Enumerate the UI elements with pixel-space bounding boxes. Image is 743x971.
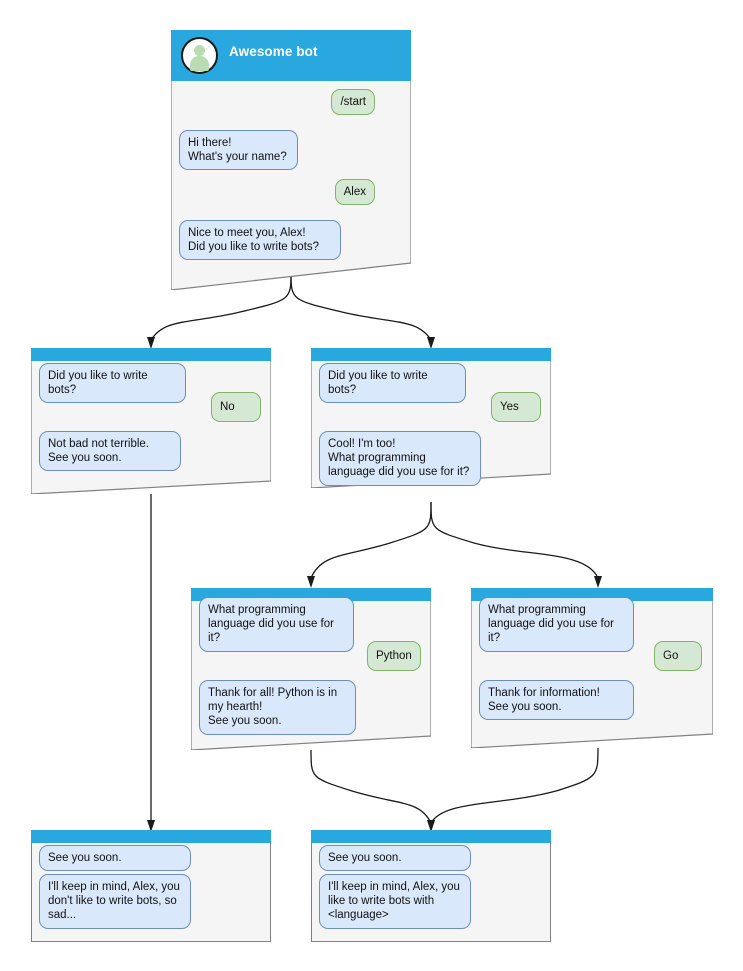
node-yes-branch[interactable]: Did you like to write bots? Yes Cool! I'… [311,348,551,488]
message-bubble-bot: See you soon. [39,845,191,872]
message-bubble-bot: Hi there! What's your name? [179,130,298,171]
node-titlebar [31,830,271,843]
message-bubble-user: Go [654,641,702,671]
message-bubble-user: No [211,392,261,422]
message-bubble-bot: What programming language did you use fo… [199,597,354,652]
node-titlebar [311,830,551,843]
message-bubble-user: Python [367,641,421,671]
message-bubble-user: Alex [334,179,375,206]
message-bubble-bot: What programming language did you use fo… [479,597,634,652]
edge-python-to-end [310,749,432,824]
message-bubble-bot: Did you like to write bots? [39,363,186,404]
edge-yes-to-python [310,501,432,579]
node-go-branch[interactable]: What programming language did you use fo… [471,588,713,748]
message-bubble-bot: See you soon. [319,845,471,872]
message-bubble-bot: Thank for all! Python is in my hearth! S… [199,680,356,735]
node-end-yes[interactable]: See you soon. I'll keep in mind, Alex, y… [311,830,551,942]
message-bubble-user: /start [331,89,375,116]
edge-yes-to-go [430,501,599,579]
node-python-branch[interactable]: What programming language did you use fo… [191,588,431,750]
node-no-branch[interactable]: Did you like to write bots? No Not bad n… [31,348,271,494]
node-end-no[interactable]: See you soon. I'll keep in mind, Alex, y… [31,830,271,942]
message-bubble-bot: Nice to meet you, Alex! Did you like to … [179,220,341,261]
arrowhead-yes-to-go [594,576,602,588]
message-bubble-user: Yes [491,392,541,422]
avatar-head [194,45,205,56]
node-root[interactable]: Awesome bot /start Hi there! What's your… [171,30,411,290]
message-bubble-bot: Thank for information! See you soon. [479,680,634,721]
message-bubble-bot: Did you like to write bots? [319,363,466,404]
edge-go-to-end [430,747,599,824]
person-avatar-icon [181,37,218,74]
avatar-torso [190,56,209,71]
message-bubble-bot: Cool! I'm too! What programming language… [319,431,481,486]
message-bubble-bot: Not bad not terrible. See you soon. [39,431,181,472]
message-bubble-bot: I'll keep in mind, Alex, you don't like … [39,874,191,929]
arrowhead-yes-to-python [307,576,315,588]
bot-title: Awesome bot [229,44,318,59]
message-bubble-bot: I'll keep in mind, Alex, you like to wri… [319,874,471,929]
